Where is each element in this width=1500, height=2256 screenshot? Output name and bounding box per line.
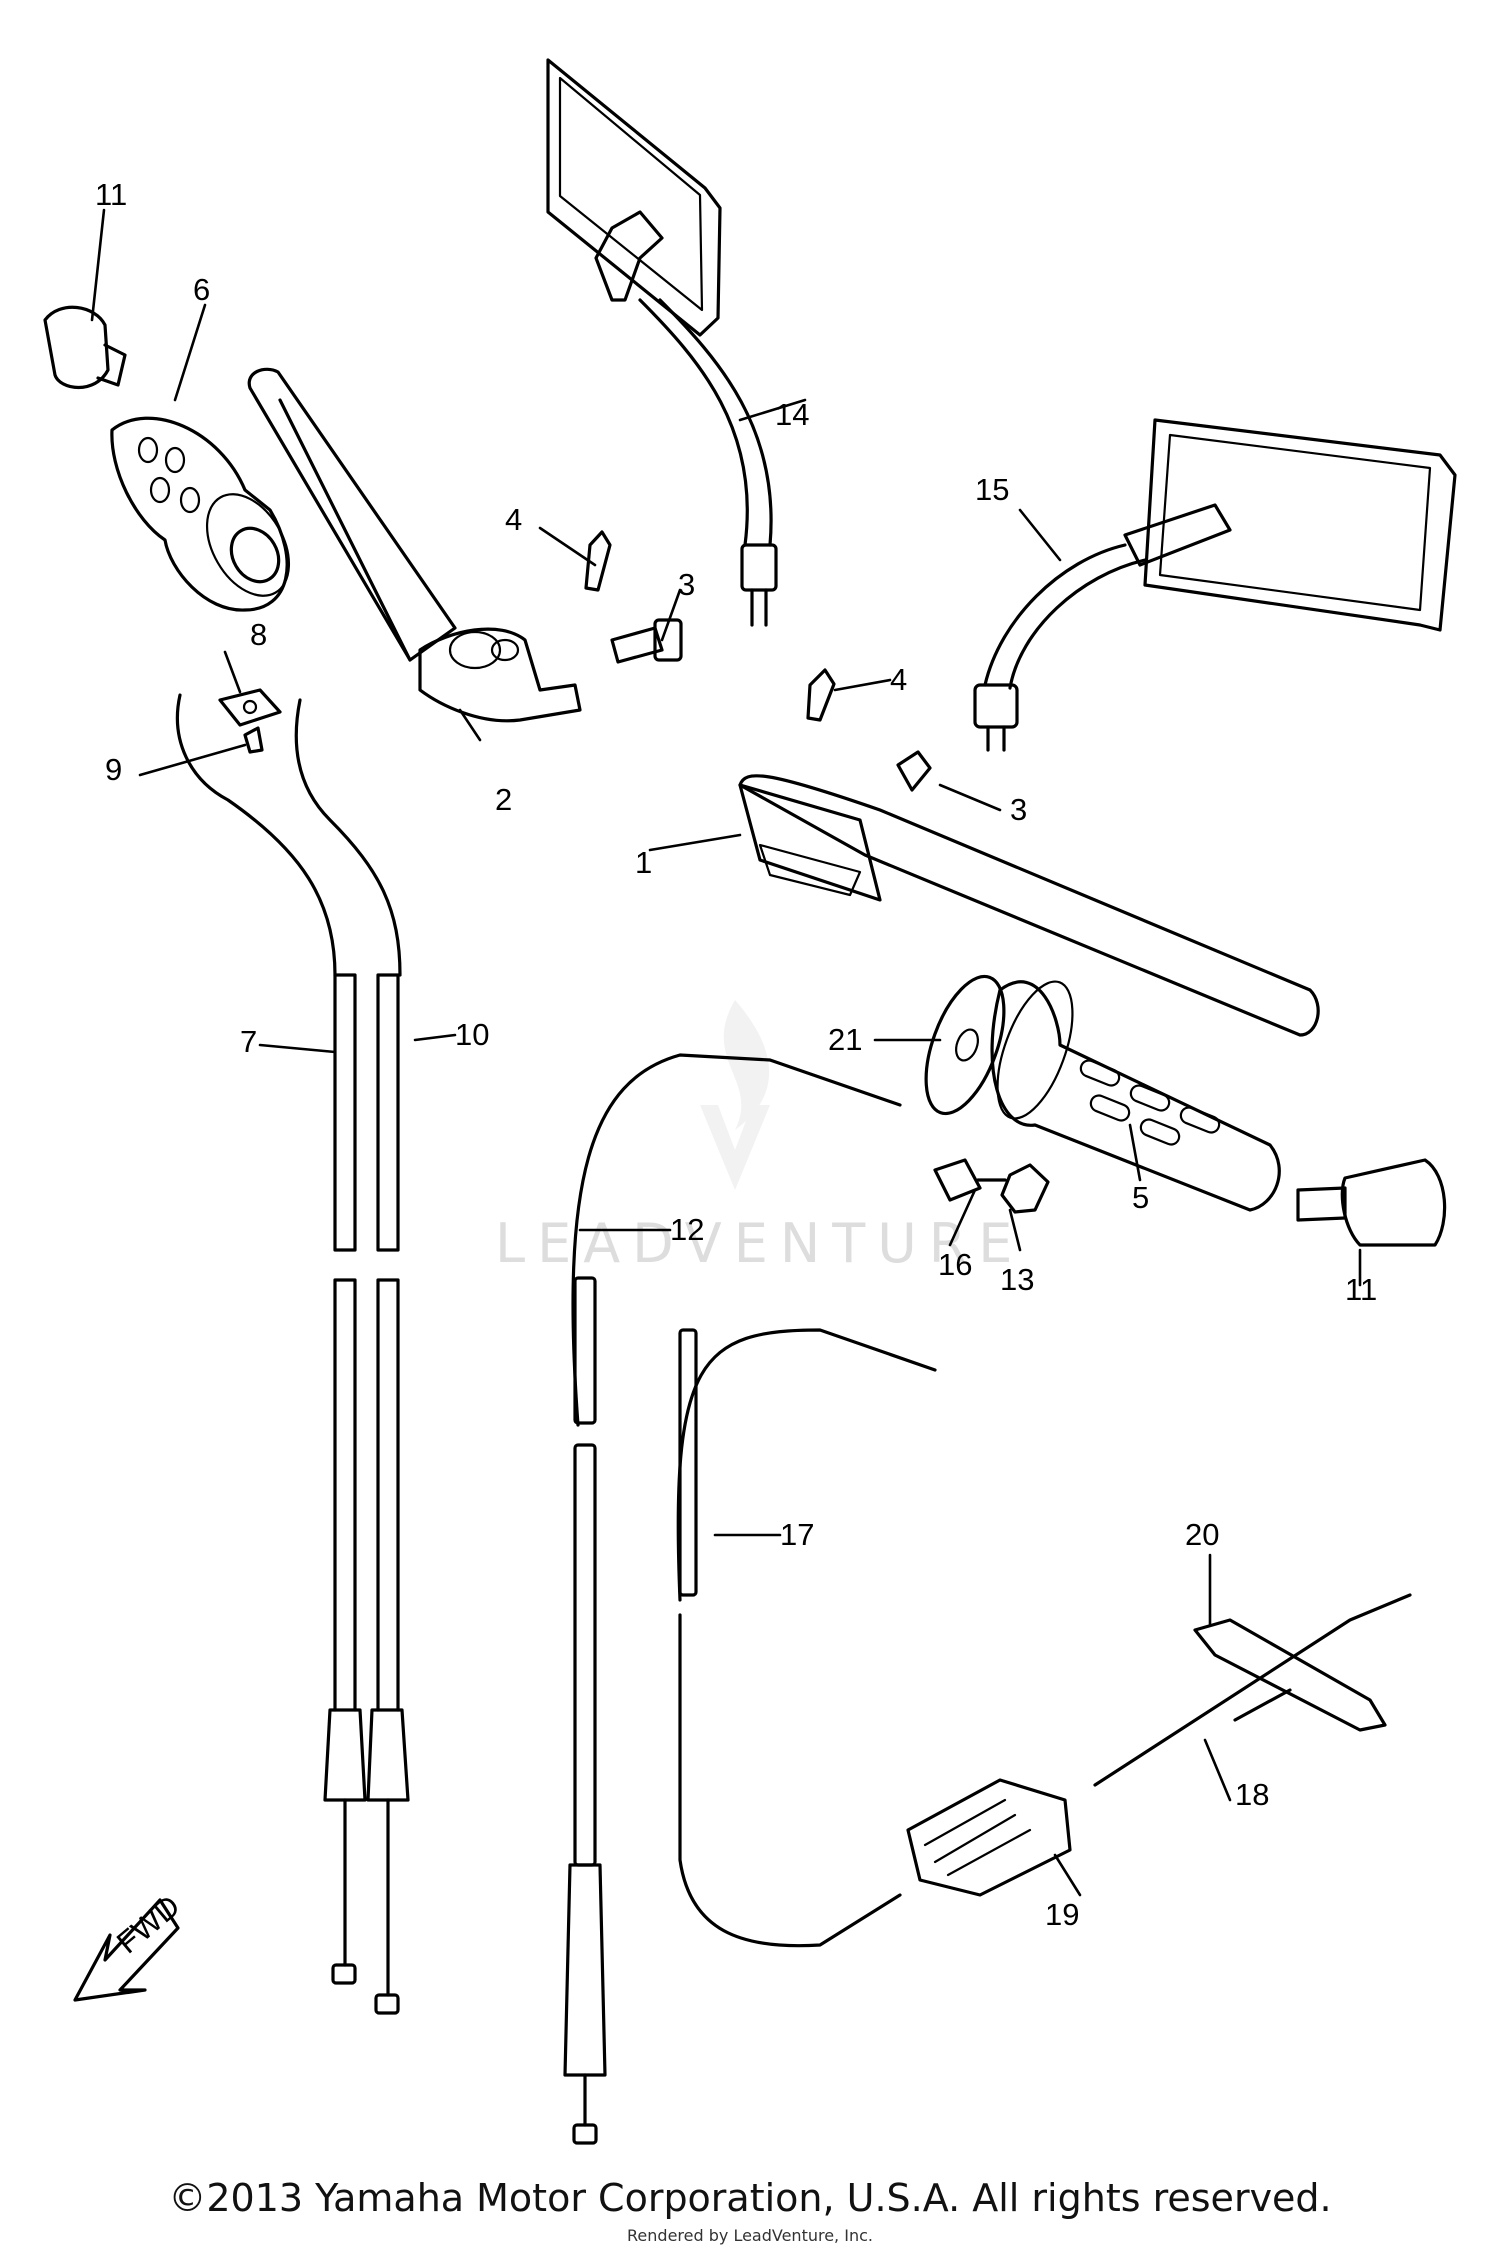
- part-4-screw-upper[interactable]: [584, 530, 612, 592]
- callout-6: 6: [193, 272, 210, 307]
- part-19-junction[interactable]: [906, 1778, 1072, 1897]
- part-15-mirror-right[interactable]: [973, 418, 1457, 752]
- part-13-locknut[interactable]: [1000, 1163, 1050, 1214]
- copyright-notice: ©2013 Yamaha Motor Corporation, U.S.A. A…: [168, 2176, 1332, 2220]
- callout-7: 7: [240, 1024, 257, 1059]
- part-11-bar-end-left[interactable]: [43, 305, 127, 389]
- callout-16: 14: [775, 397, 809, 432]
- fwd-label: FWD: [110, 1888, 187, 1960]
- part-12-clutch-cable[interactable]: [563, 1053, 902, 2145]
- part-17-cable[interactable]: [676, 1328, 937, 1948]
- callout-21: 21: [828, 1022, 862, 1057]
- callouts: 11 6 4 3 8 9 2 14 15 4 3 1 21 7 10 5 12 …: [95, 177, 1377, 1932]
- part-9-screw[interactable]: [243, 726, 264, 754]
- part-2-throttle-housing[interactable]: [247, 367, 582, 723]
- callout-19: 19: [1045, 1897, 1079, 1932]
- part-18-cable[interactable]: [1093, 1593, 1412, 1787]
- callout-8: 8: [250, 617, 267, 652]
- callout-11-right: 11: [1345, 1272, 1377, 1307]
- part-3-screw-upper[interactable]: [610, 618, 683, 664]
- part-6-throttle-grip[interactable]: [110, 416, 306, 612]
- leader-lines: [90, 208, 1362, 1897]
- fwd-direction-arrow: FWD: [73, 1888, 187, 2002]
- part-11-bar-end-right[interactable]: [1296, 1158, 1447, 1247]
- callout-13: 13: [1000, 1262, 1034, 1297]
- part-14-adjuster-bolt[interactable]: [933, 1158, 1007, 1202]
- part-1-handlebar[interactable]: [738, 774, 1320, 1037]
- callout-15: 15: [975, 472, 1009, 507]
- part-7-throttle-cable[interactable]: [175, 693, 367, 1985]
- callout-20: 20: [1185, 1517, 1219, 1552]
- part-8-plate[interactable]: [218, 688, 282, 727]
- callout-2: 2: [495, 782, 512, 817]
- part-3-screw-lower[interactable]: [896, 750, 932, 792]
- part-5-grip-right[interactable]: [982, 972, 1281, 1212]
- callout-9: 9: [105, 752, 122, 787]
- render-credit: Rendered by LeadVenture, Inc.: [627, 2226, 873, 2245]
- callout-10: 10: [455, 1017, 489, 1052]
- callout-17: 17: [780, 1517, 814, 1552]
- watermark-logo: [700, 1000, 770, 1190]
- callout-4-lower: 4: [890, 662, 907, 697]
- callout-5: 5: [1132, 1180, 1149, 1215]
- watermark-text: LEADVENTURE: [495, 1212, 1024, 1275]
- callout-11: 11: [95, 177, 127, 212]
- callout-3: 3: [678, 567, 695, 602]
- part-4-screw-lower[interactable]: [806, 668, 836, 722]
- callout-1: 1: [635, 845, 652, 880]
- part-10-throttle-cable[interactable]: [294, 698, 410, 2015]
- part-21-grip-spacer[interactable]: [910, 966, 1019, 1123]
- part-20-cable-tie[interactable]: [1193, 1618, 1387, 1732]
- callout-14: 16: [938, 1247, 972, 1282]
- part-16-mirror-left[interactable]: [546, 58, 778, 627]
- callout-4: 4: [505, 502, 522, 537]
- callout-12: 12: [670, 1212, 704, 1247]
- callout-18: 18: [1235, 1777, 1269, 1812]
- callout-3-lower: 3: [1010, 792, 1027, 827]
